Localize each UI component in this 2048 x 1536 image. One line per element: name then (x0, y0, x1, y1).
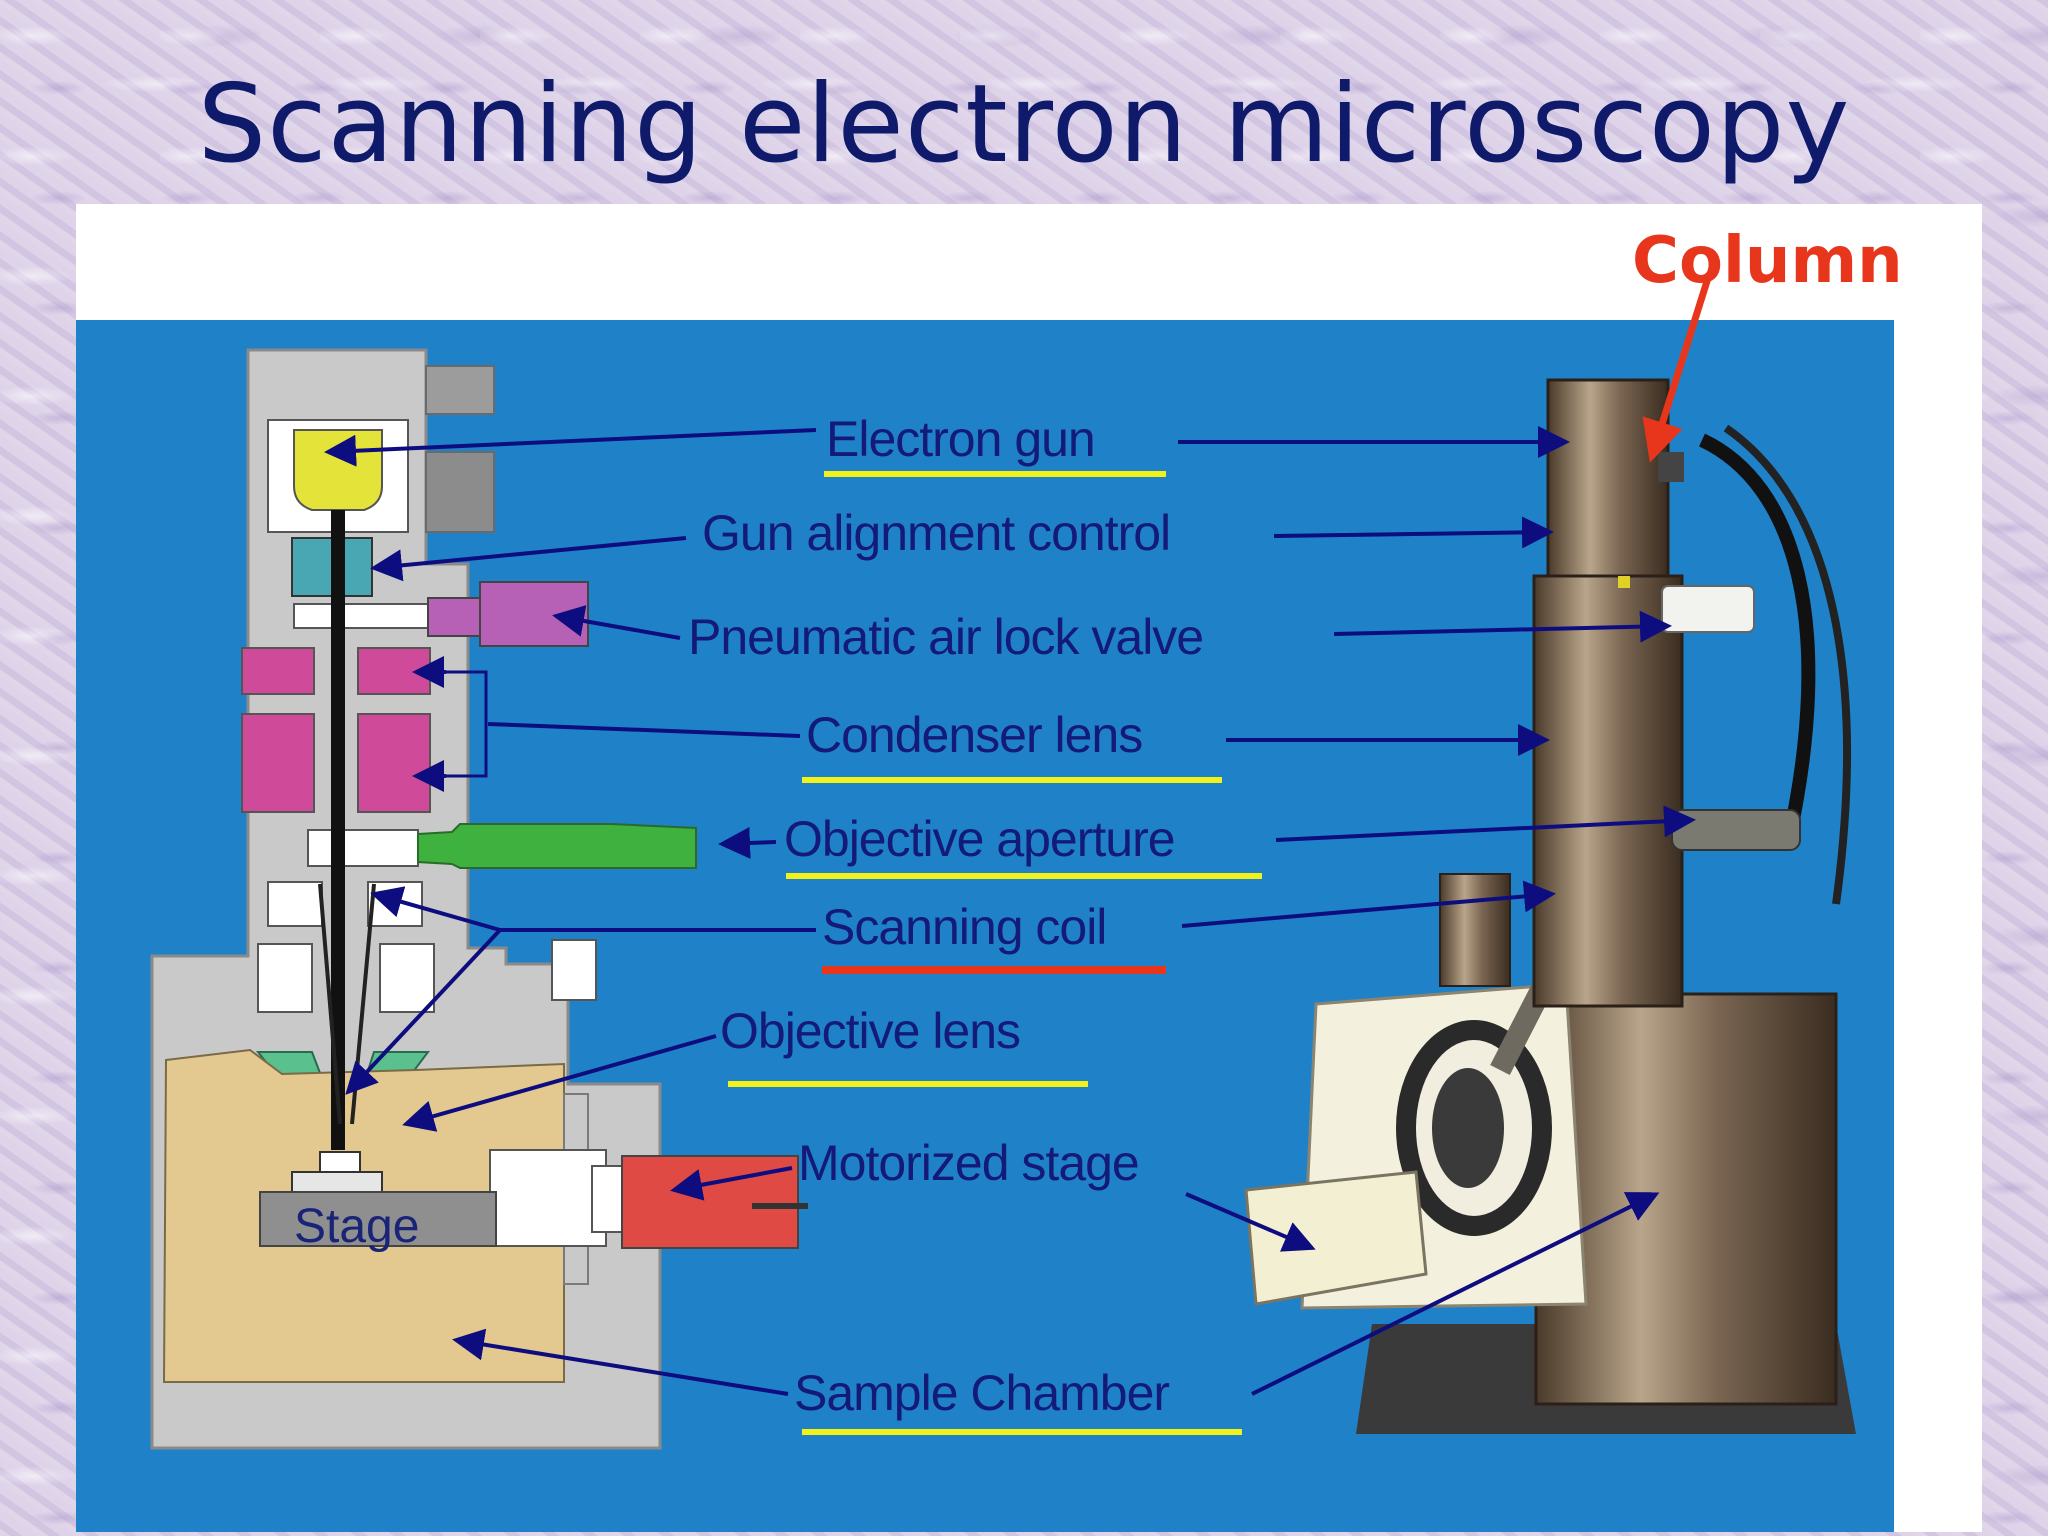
pointer-arrows (324, 426, 1696, 1396)
label-condenser-lens: Condenser lens (806, 707, 1142, 763)
stage-label: Stage (294, 1200, 419, 1253)
label-scanning-coil: Scanning coil (822, 899, 1106, 955)
column-label: Column (1632, 224, 1903, 298)
label-underlines (728, 471, 1262, 1435)
cross-section-schematic: Stage (150, 348, 808, 1450)
label-motorized-stage: Motorized stage (798, 1135, 1139, 1191)
labels: Electron gun Gun alignment control Pneum… (688, 411, 1204, 1421)
label-pneumatic-air-lock-valve: Pneumatic air lock valve (688, 609, 1203, 665)
label-sample-chamber: Sample Chamber (794, 1365, 1169, 1421)
sem-diagram: Stage (76, 276, 1894, 1532)
column-arrow (1642, 276, 1712, 463)
sem-figure: Stage (76, 204, 1982, 1532)
label-gun-alignment-control: Gun alignment control (702, 505, 1170, 561)
slide-title: Scanning electron microscopy (197, 62, 1851, 187)
label-objective-aperture: Objective aperture (784, 811, 1175, 867)
label-objective-lens: Objective lens (720, 1003, 1020, 1059)
sem-instrument-illustration (1244, 378, 1856, 1434)
label-electron-gun: Electron gun (826, 411, 1095, 467)
